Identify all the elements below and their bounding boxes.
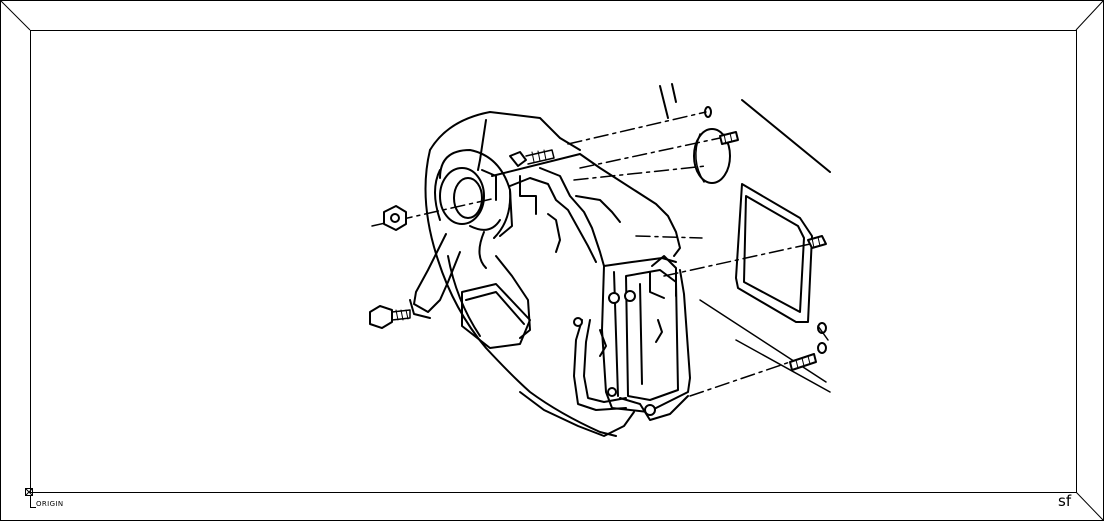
blower-motor xyxy=(439,149,512,269)
housing-bottom xyxy=(519,391,635,437)
screw-right-icon xyxy=(807,235,827,249)
case-body xyxy=(461,153,681,349)
corner-line-bottom-right xyxy=(1075,491,1104,521)
corner-line-top-left xyxy=(0,0,31,31)
left-hose xyxy=(409,233,461,319)
grommet-upper xyxy=(817,322,827,334)
origin-label: ORIGIN xyxy=(36,500,64,508)
screw-upper-a-icon xyxy=(509,149,555,167)
grommet-lower xyxy=(817,342,827,354)
corner-line-top-right xyxy=(1075,0,1104,31)
drawing-frame xyxy=(30,30,1077,493)
nut-left-icon xyxy=(383,205,407,231)
firewall-panel xyxy=(659,83,831,393)
sheet-label: sf xyxy=(1058,492,1072,510)
blower-assembly-illustration xyxy=(369,83,831,437)
washer-top-icon xyxy=(704,106,712,118)
cover-plate xyxy=(601,255,691,421)
screw-upper-b-icon xyxy=(719,131,739,145)
lower-hose xyxy=(573,319,627,411)
cover-bolts-icon xyxy=(573,290,656,416)
seal-gasket xyxy=(735,183,813,323)
bolt-lower-left-icon xyxy=(369,305,411,329)
firewall-opening xyxy=(693,128,731,184)
origin-marker-icon xyxy=(25,488,36,508)
screw-bottom-right-icon xyxy=(789,353,817,371)
